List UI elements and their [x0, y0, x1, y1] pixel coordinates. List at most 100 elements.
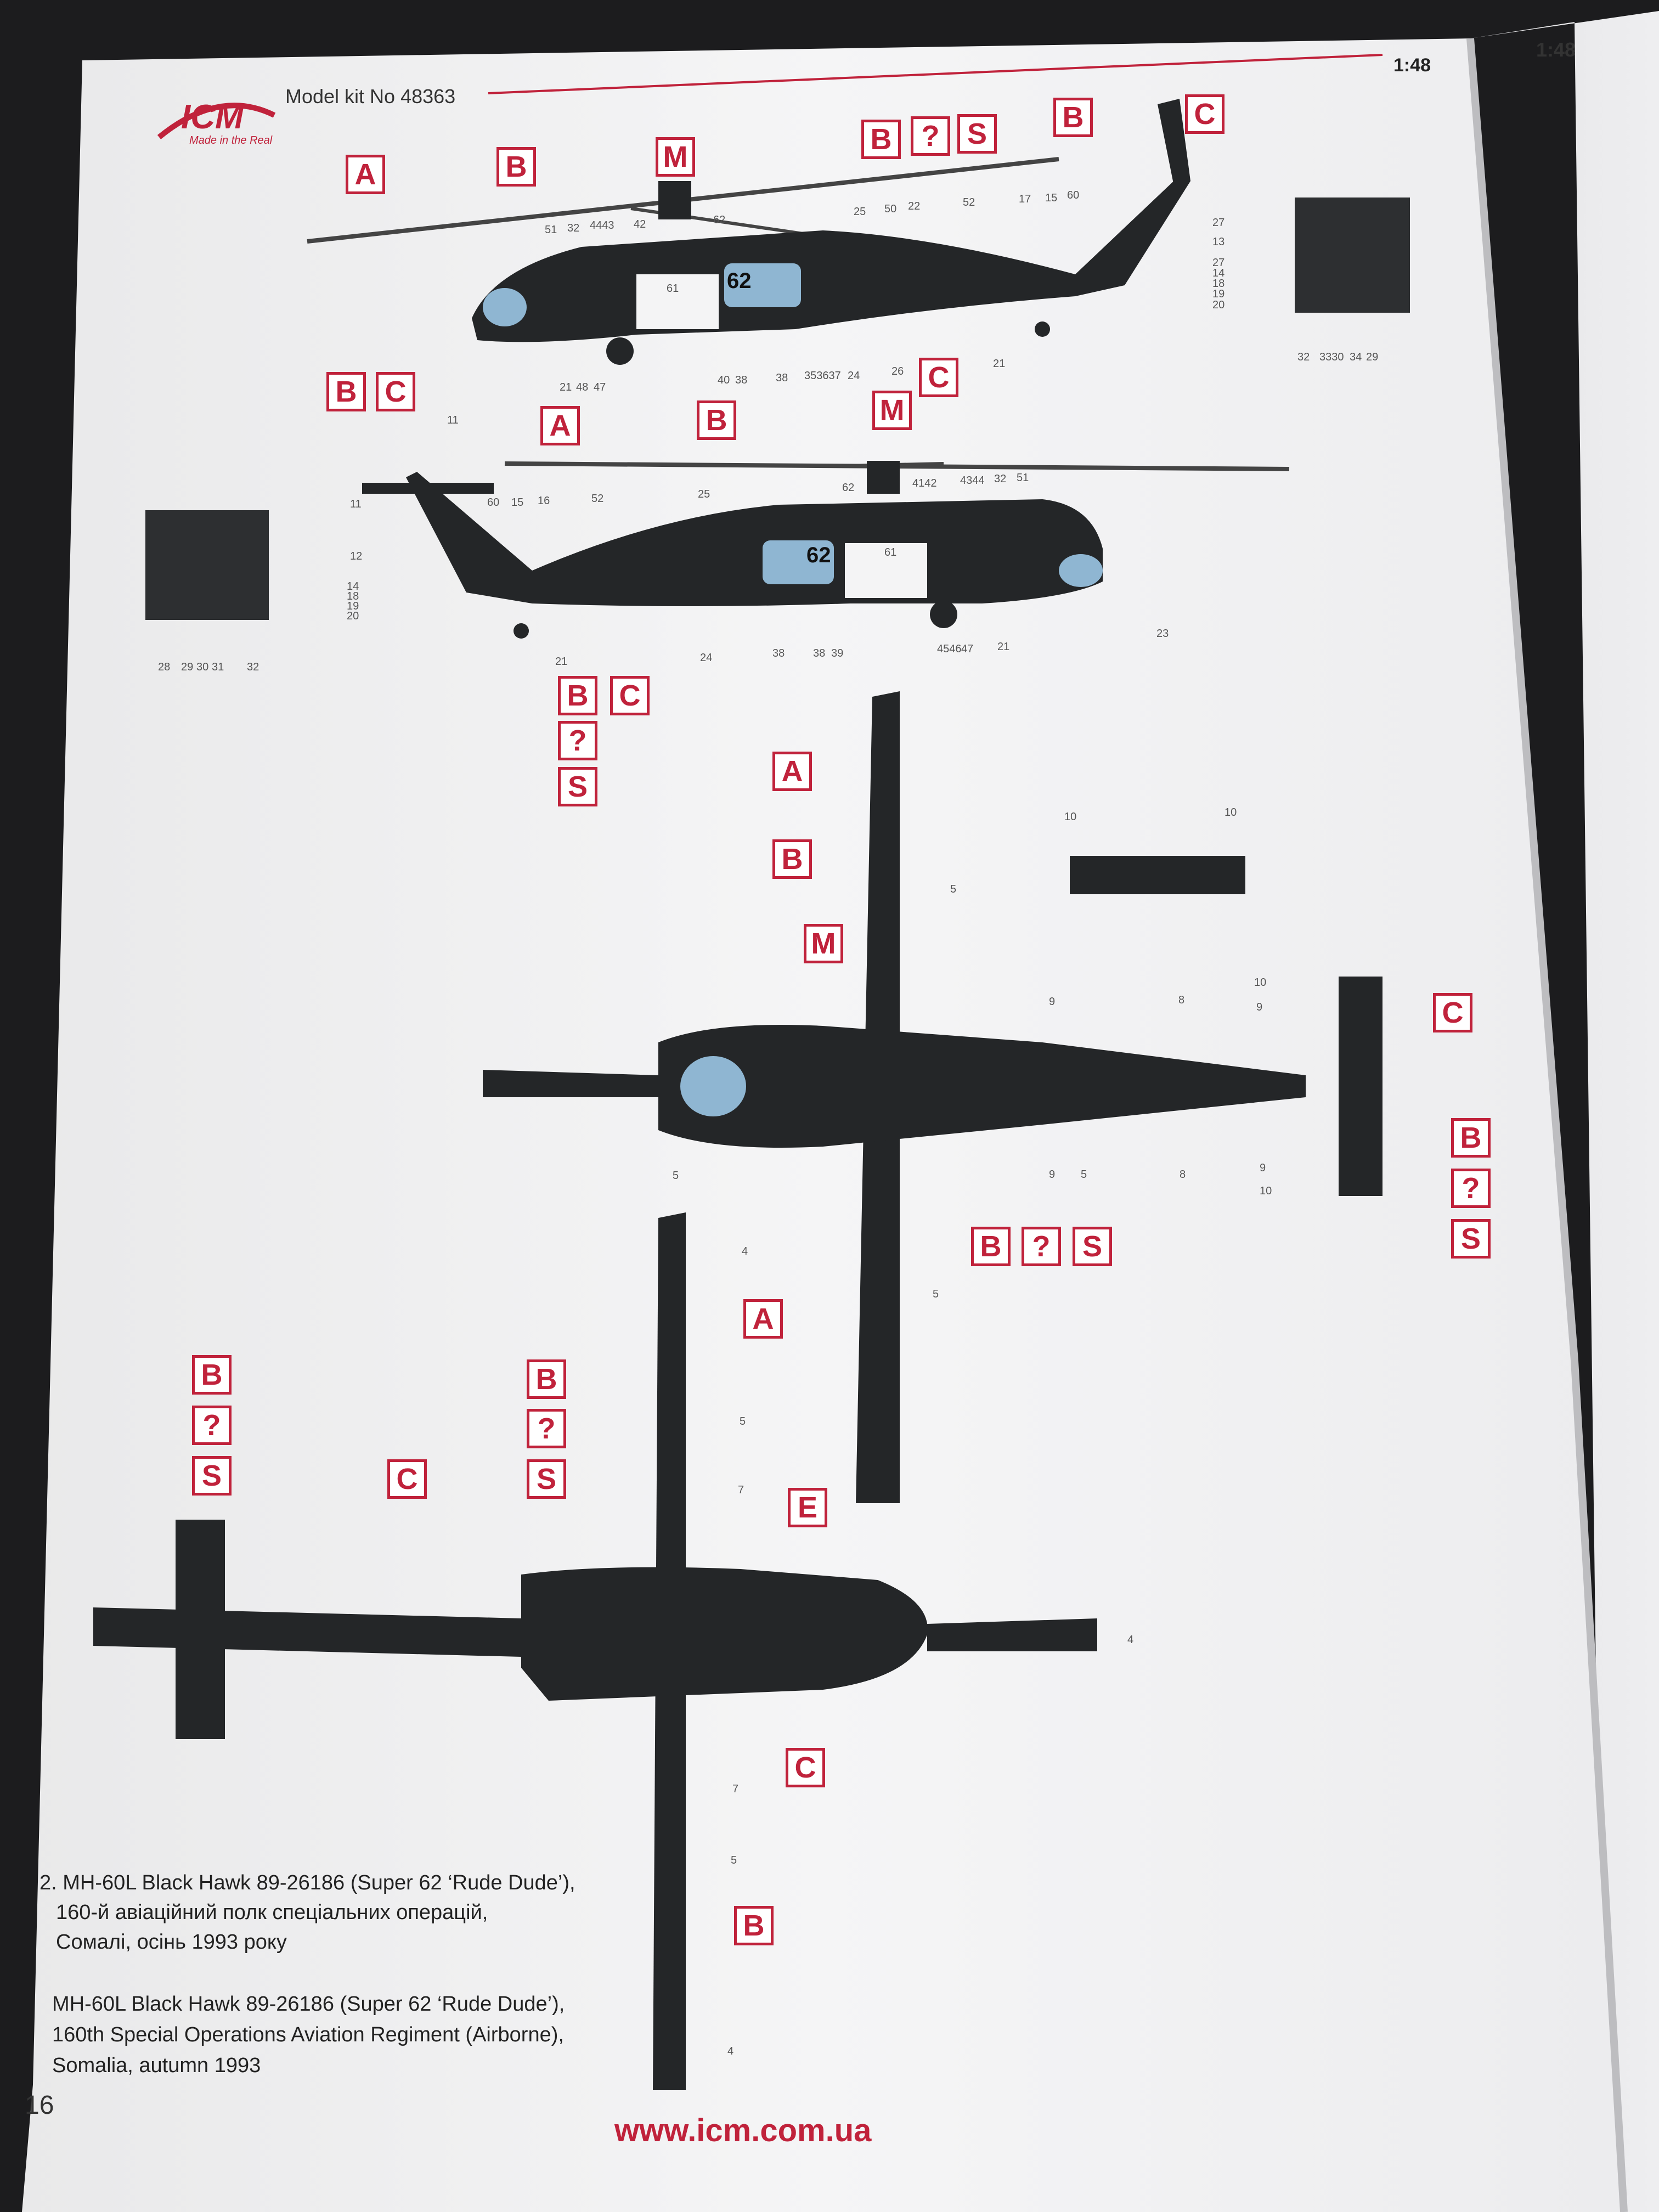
paint-callout-b: B: [772, 839, 812, 879]
stencil-number: 38: [772, 647, 785, 659]
stencil-number: 29: [1366, 351, 1379, 363]
stencil-number: 52: [591, 493, 604, 505]
paint-callout-m: M: [656, 137, 695, 177]
paint-callout-b: B: [558, 676, 597, 715]
paint-callout-c: C: [1185, 94, 1224, 134]
stencil-number: 31: [212, 661, 224, 673]
paint-callout-c: C: [376, 372, 415, 411]
stencil-number: 7: [732, 1783, 739, 1795]
stencil-number: 32: [567, 222, 580, 234]
stencil-number: 11: [350, 498, 362, 510]
bottom-view-plan: [93, 1212, 1097, 2090]
stencil-number: 20: [1212, 299, 1225, 311]
stencil-number: 14: [347, 580, 359, 592]
page-number: 16: [25, 2091, 54, 2120]
stencil-number: 18: [1212, 278, 1225, 290]
stencil-number: 32: [247, 661, 259, 673]
paint-callout-a: A: [772, 752, 812, 791]
stencil-number: 38: [735, 374, 748, 386]
stencil-number: 4443: [590, 219, 614, 232]
paint-callout-q: ?: [558, 721, 597, 760]
stencil-number: 5: [731, 1854, 737, 1866]
paint-callout-c: C: [387, 1459, 427, 1499]
stencil-number: 52: [963, 196, 975, 208]
stencil-number: 47: [961, 643, 974, 655]
stencil-number: 4: [1127, 1634, 1134, 1646]
stencil-number: 8: [1178, 994, 1185, 1006]
caption-ua-line: 160-й авіаційний полк спеціальних операц…: [56, 1901, 488, 1924]
stencil-number: 24: [700, 652, 713, 664]
header-rule: [488, 54, 1383, 94]
stencil-number: 51: [545, 224, 557, 236]
caption-ukrainian: 2. MH-60L Black Hawk 89-26186 (Super 62 …: [40, 1868, 575, 1957]
paint-callout-b: B: [861, 120, 901, 159]
stencil-number: 10: [1224, 806, 1237, 819]
paint-callout-s: S: [1451, 1219, 1491, 1259]
stencil-number: 47: [594, 381, 606, 393]
stencil-number: 16: [538, 495, 550, 507]
paint-callout-c: C: [610, 676, 650, 715]
stencil-number: 9: [1049, 996, 1056, 1008]
stencil-number: 30: [196, 661, 209, 673]
top-view-plan: [483, 691, 1383, 1503]
stencil-number: 48: [576, 381, 589, 393]
paint-callout-s: S: [1073, 1227, 1112, 1266]
paint-callout-m: M: [872, 391, 912, 430]
stencil-number: 50: [884, 203, 897, 215]
caption-en-line: Somalia, autumn 1993: [52, 2054, 261, 2077]
stencil-number: 20: [347, 610, 359, 622]
paint-callout-s: S: [957, 114, 997, 154]
paint-callout-s: S: [558, 767, 597, 806]
paint-callout-b: B: [971, 1227, 1011, 1266]
stencil-number: 5: [1081, 1169, 1087, 1181]
stencil-number: 7: [738, 1484, 744, 1496]
stencil-number: 15: [511, 496, 524, 509]
stencil-number: 38: [776, 372, 788, 384]
stencil-number: 14: [1212, 267, 1225, 279]
brand-tagline: Made in the Real: [189, 134, 273, 146]
stencil-number: 39: [831, 647, 844, 659]
paint-callout-b: B: [326, 372, 366, 411]
stencil-number: 32: [1297, 351, 1310, 363]
paint-callout-s: S: [527, 1459, 566, 1499]
stencil-number: 42: [634, 218, 646, 230]
paint-callout-b: B: [697, 400, 736, 440]
stencil-number: 21: [555, 656, 568, 668]
brand-logo-text: ICM: [181, 98, 244, 136]
paint-callout-c: C: [919, 358, 958, 397]
stencil-number: 25: [854, 206, 866, 218]
paint-callout-b: B: [1053, 98, 1093, 137]
stencil-number: 22: [908, 200, 921, 212]
scale-label: 1:48: [1393, 55, 1431, 76]
caption-ua-line: Сомалі, осінь 1993 року: [56, 1931, 287, 1954]
stencil-number: 21: [997, 641, 1010, 653]
kit-number: Model kit No 48363: [285, 85, 456, 108]
stencil-number: 60: [487, 496, 500, 509]
stencil-number: 18: [347, 590, 359, 602]
paint-callout-a: A: [346, 155, 385, 194]
stencil-number: 32: [994, 473, 1007, 485]
stencil-number: 25: [698, 488, 710, 500]
stencil-number: 27: [1212, 217, 1225, 229]
stencil-number: 4344: [960, 475, 985, 487]
paint-callout-q: ?: [527, 1409, 566, 1448]
aircraft-code-side2: 62: [806, 543, 831, 567]
paint-callout-a: A: [743, 1299, 783, 1339]
stencil-number: 5: [740, 1415, 746, 1427]
stencil-number: 62: [842, 482, 855, 494]
paint-callout-b: B: [527, 1359, 566, 1399]
paint-callout-q: ?: [1451, 1169, 1491, 1208]
stencil-number: 5: [950, 883, 957, 895]
website-url: www.icm.com.ua: [614, 2113, 872, 2148]
stencil-number: 34: [1350, 351, 1362, 363]
stencil-number: 51: [1017, 472, 1029, 484]
stencil-number: 9: [1049, 1169, 1056, 1181]
paint-callout-q: ?: [911, 116, 950, 156]
stencil-number: 15: [1045, 192, 1058, 204]
stencil-number: 8: [1180, 1169, 1186, 1181]
stencil-number: 5: [673, 1170, 679, 1182]
stencil-number: 3330: [1319, 351, 1344, 363]
stencil-number: 10: [1260, 1185, 1272, 1197]
paint-callout-b: B: [496, 147, 536, 187]
paint-callout-m: M: [804, 924, 843, 963]
